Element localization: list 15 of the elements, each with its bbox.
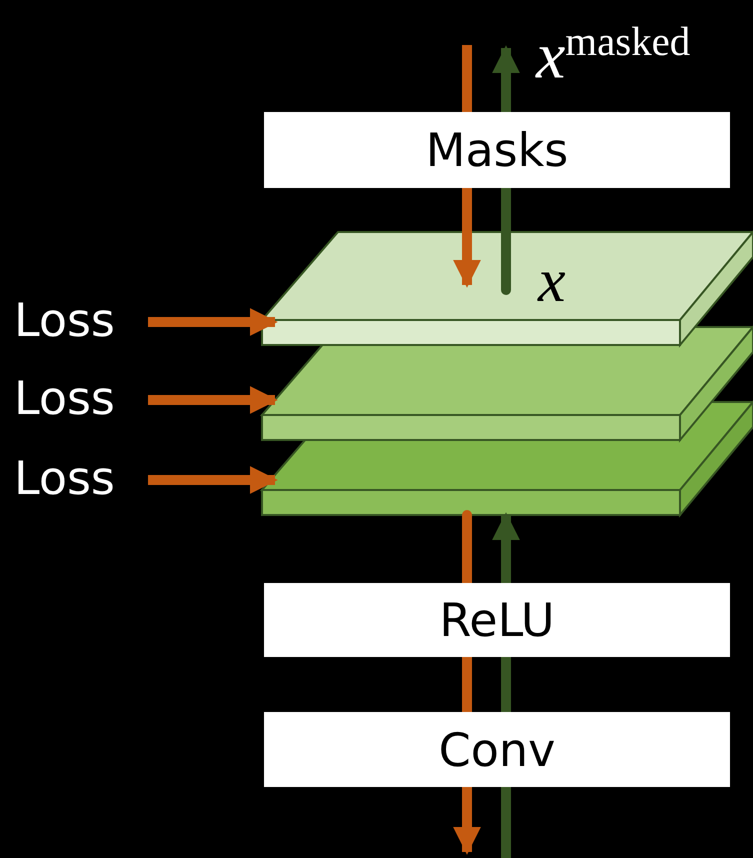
arrow	[453, 787, 481, 855]
loss-label: Loss	[14, 375, 115, 421]
layer-box: Masks	[264, 112, 730, 188]
arrow	[148, 386, 278, 414]
arrow	[492, 45, 520, 112]
arrow	[492, 512, 520, 583]
math-symbol: x	[538, 250, 566, 312]
loss-label: Loss	[14, 455, 115, 501]
loss-label: Loss	[14, 297, 115, 343]
arrow	[148, 466, 278, 494]
arrow	[453, 188, 481, 288]
math-symbol: x$^{masked}$	[536, 22, 690, 90]
layer-box: Conv	[264, 712, 730, 787]
arrow	[148, 308, 278, 336]
layer-box: ReLU	[264, 583, 730, 657]
